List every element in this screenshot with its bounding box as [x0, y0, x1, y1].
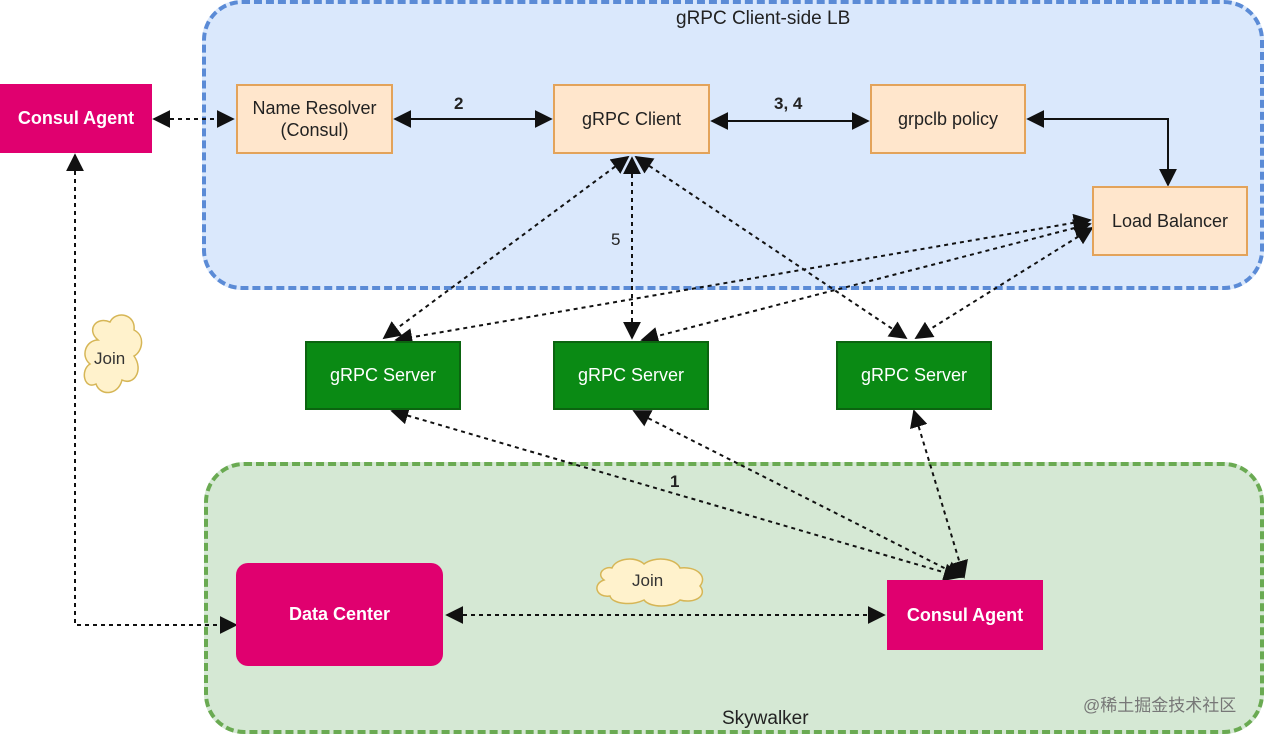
grpc-server-3-label: gRPC Server	[860, 365, 968, 386]
grpc-server-2-label: gRPC Server	[577, 365, 685, 386]
edge-lb-server2	[640, 219, 1092, 345]
join-cloud-bottom-shape	[596, 558, 704, 607]
edge-client-server1	[382, 155, 630, 340]
grpc-server-1-label: gRPC Server	[329, 365, 437, 386]
grpclb-policy-label: grpclb policy	[897, 108, 999, 129]
edge-lb-server3	[914, 227, 1094, 339]
watermark: @稀土掘金技术社区	[1083, 696, 1237, 715]
edge-client-server3	[634, 155, 908, 340]
edge-server2-consul	[632, 410, 964, 578]
edge-label-5: 5	[611, 230, 621, 249]
edge-label-3-4: 3, 4	[774, 94, 803, 113]
load-balancer-label: Load Balancer	[1111, 210, 1229, 231]
consul-agent-bottom-node[interactable]: Consul Agent	[887, 580, 1043, 650]
edge-server1-consul	[390, 406, 962, 582]
grpc-server-3-node[interactable]: gRPC Server	[836, 341, 992, 410]
grpc-client-label: gRPC Client	[581, 108, 682, 129]
name-resolver-label: Name Resolver	[252, 97, 377, 118]
consul-agent-top-label: Consul Agent	[17, 108, 135, 129]
grpc-client-node[interactable]: gRPC Client	[553, 84, 710, 154]
edge-policy-loadbalancer	[1026, 110, 1177, 187]
edge-lb-server1	[394, 213, 1092, 347]
grpc-client-side-lb-label: gRPC Client-side LB	[676, 8, 851, 29]
join-cloud-bottom: Join	[632, 571, 664, 590]
data-center-label: Data Center	[288, 604, 391, 625]
load-balancer-node[interactable]: Load Balancer	[1092, 186, 1248, 256]
consul-agent-bottom-label: Consul Agent	[906, 604, 1024, 625]
edge-label-1: 1	[670, 472, 680, 491]
grpc-server-1-node[interactable]: gRPC Server	[305, 341, 461, 410]
consul-agent-top-node[interactable]: Consul Agent	[0, 84, 152, 153]
skywalker-label: Skywalker	[722, 708, 809, 729]
grpc-server-2-node[interactable]: gRPC Server	[553, 341, 709, 410]
join-cloud-left-shape	[83, 314, 143, 394]
name-resolver-sublabel: (Consul)	[280, 120, 349, 140]
edge-consul-datacenter-join	[66, 153, 238, 634]
data-center-node[interactable]: Data Center	[236, 563, 443, 666]
name-resolver-node[interactable]: Name Resolver (Consul)	[236, 84, 393, 154]
edge-server3-consul	[910, 409, 968, 579]
grpclb-policy-node[interactable]: grpclb policy	[870, 84, 1026, 154]
join-cloud-left: Join	[94, 349, 126, 368]
edge-label-2: 2	[454, 94, 464, 113]
